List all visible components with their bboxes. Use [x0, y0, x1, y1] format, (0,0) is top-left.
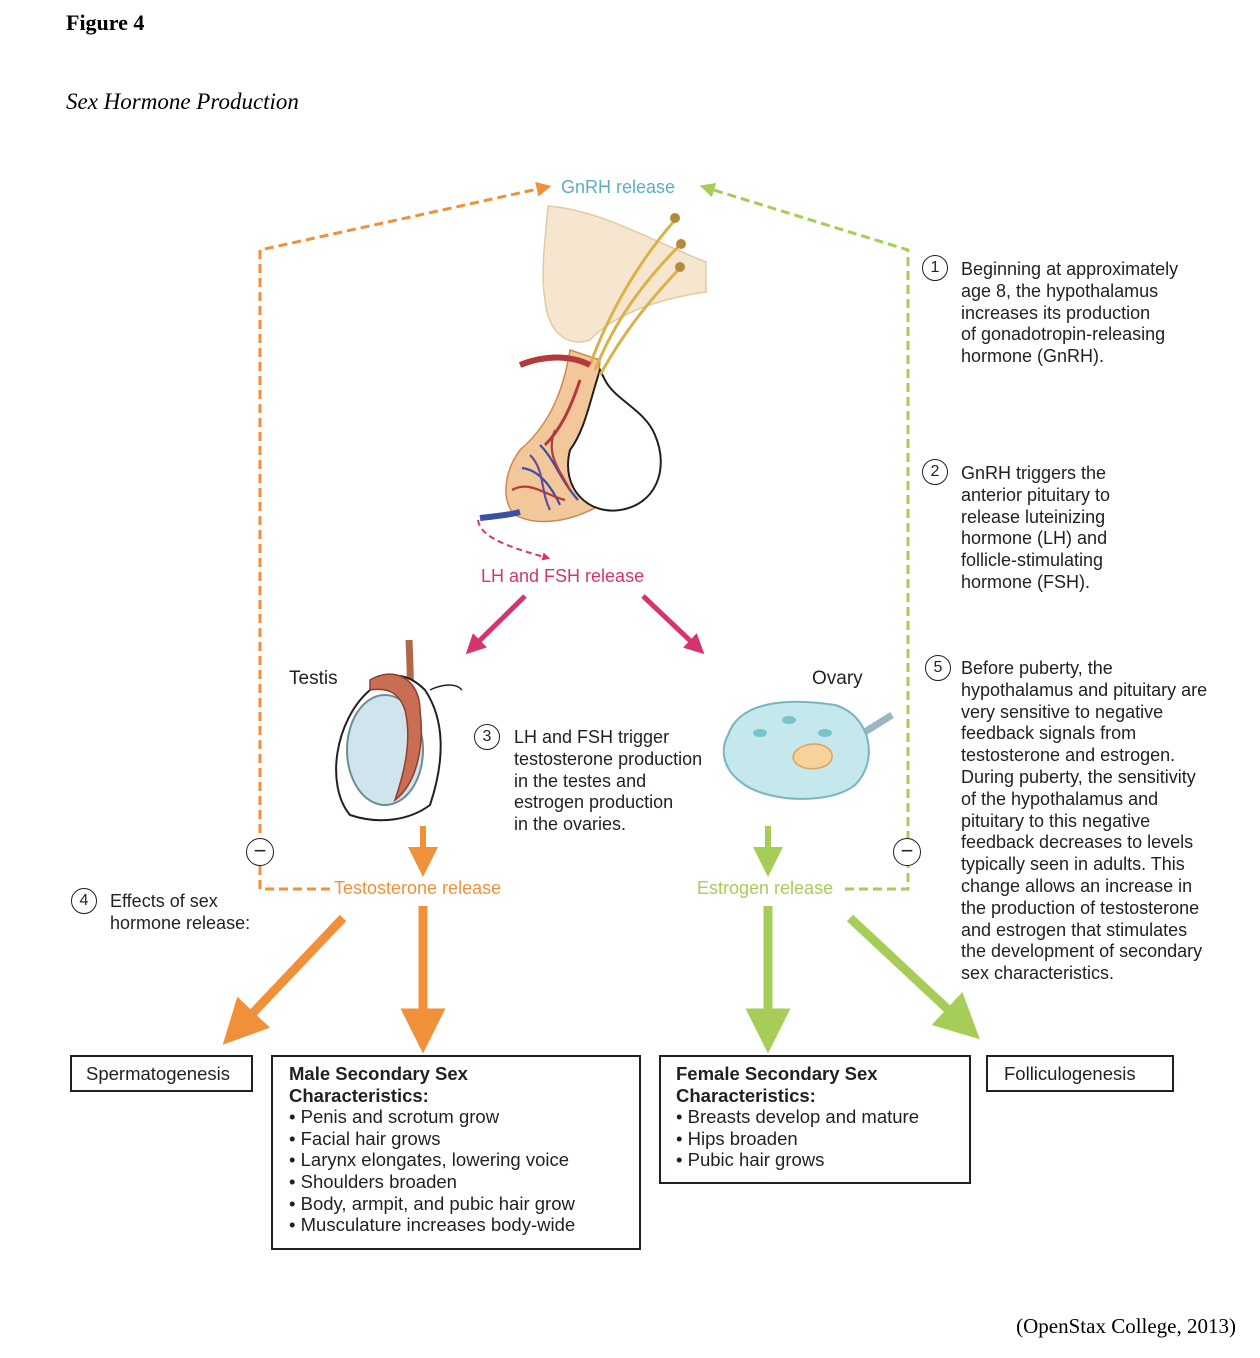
testis-label: Testis — [289, 668, 338, 689]
figure-title: Sex Hormone Production — [66, 89, 299, 114]
citation: (OpenStax College, 2013) — [1016, 1314, 1236, 1338]
portal-vessels — [511, 379, 582, 511]
corpus-luteum — [792, 743, 833, 770]
folliculogenesis-label: Folliculogenesis — [1004, 1063, 1136, 1084]
step-3-number: 3 — [474, 724, 500, 750]
step-4-number: 4 — [71, 888, 97, 914]
neuron-body — [676, 239, 686, 249]
list-item: Body, armpit, and pubic hair grow — [289, 1193, 639, 1215]
lh-fsh-secretion-arrow — [477, 519, 551, 561]
superior-artery — [518, 354, 592, 368]
list-item: Facial hair grows — [289, 1128, 639, 1150]
list-item: Hips broaden — [676, 1128, 969, 1150]
follicle — [818, 729, 832, 737]
nerve-fibers — [588, 219, 682, 376]
follicle — [753, 729, 767, 737]
hypothalamus-tissue — [542, 205, 707, 343]
estrogen-to-folliculogenesis-arrow — [846, 914, 980, 1040]
estrogen-feedback-loop — [699, 182, 910, 891]
list-item: Pubic hair grows — [676, 1149, 969, 1171]
list-item: Breasts develop and mature — [676, 1106, 969, 1128]
spermatic-cord — [429, 684, 463, 691]
lh-fsh-release-label: LH and FSH release — [481, 566, 645, 586]
follicle — [782, 716, 796, 724]
negative-feedback-minus-estrogen: − — [893, 838, 921, 866]
step-1-number: 1 — [922, 255, 948, 281]
testosterone-release-label: Testosterone release — [334, 878, 502, 898]
step-5-number: 5 — [925, 655, 951, 681]
figure-label: Figure 4 — [66, 10, 145, 35]
list-item: Shoulders broaden — [289, 1171, 639, 1193]
ovary-illustration — [722, 700, 894, 800]
neuron-body — [670, 213, 680, 223]
list-item: Musculature increases body-wide — [289, 1214, 639, 1236]
gnrh-release-label: GnRH release — [561, 177, 676, 197]
spermatogenesis-box: Spermatogenesis — [70, 1055, 253, 1092]
ovary-label: Ovary — [812, 668, 863, 689]
spermatogenesis-label: Spermatogenesis — [86, 1063, 230, 1084]
list-item: Penis and scrotum grow — [289, 1106, 639, 1128]
lh-fsh-vessel — [479, 509, 521, 521]
testosterone-to-spermatogenesis-arrow — [222, 914, 347, 1045]
lh-fsh-to-ovary-arrow — [641, 594, 705, 655]
posterior-pituitary — [567, 367, 662, 512]
folliculogenesis-box: Folliculogenesis — [986, 1055, 1174, 1092]
female-characteristics-list: Breasts develop and mature Hips broaden … — [676, 1106, 969, 1171]
testis-illustration — [335, 639, 463, 822]
male-characteristics-list: Penis and scrotum grow Facial hair grows… — [289, 1106, 639, 1236]
negative-feedback-minus-testosterone: − — [246, 838, 274, 866]
step-2-number: 2 — [922, 459, 948, 485]
list-item: Larynx elongates, lowering voice — [289, 1149, 639, 1171]
neuron-body — [675, 262, 685, 272]
lh-fsh-to-testis-arrow — [465, 594, 527, 655]
testosterone-feedback-loop — [258, 181, 552, 891]
hypothalamus-pituitary-illustration — [477, 205, 707, 561]
epididymis — [369, 673, 423, 803]
estrogen-release-label: Estrogen release — [697, 878, 834, 898]
